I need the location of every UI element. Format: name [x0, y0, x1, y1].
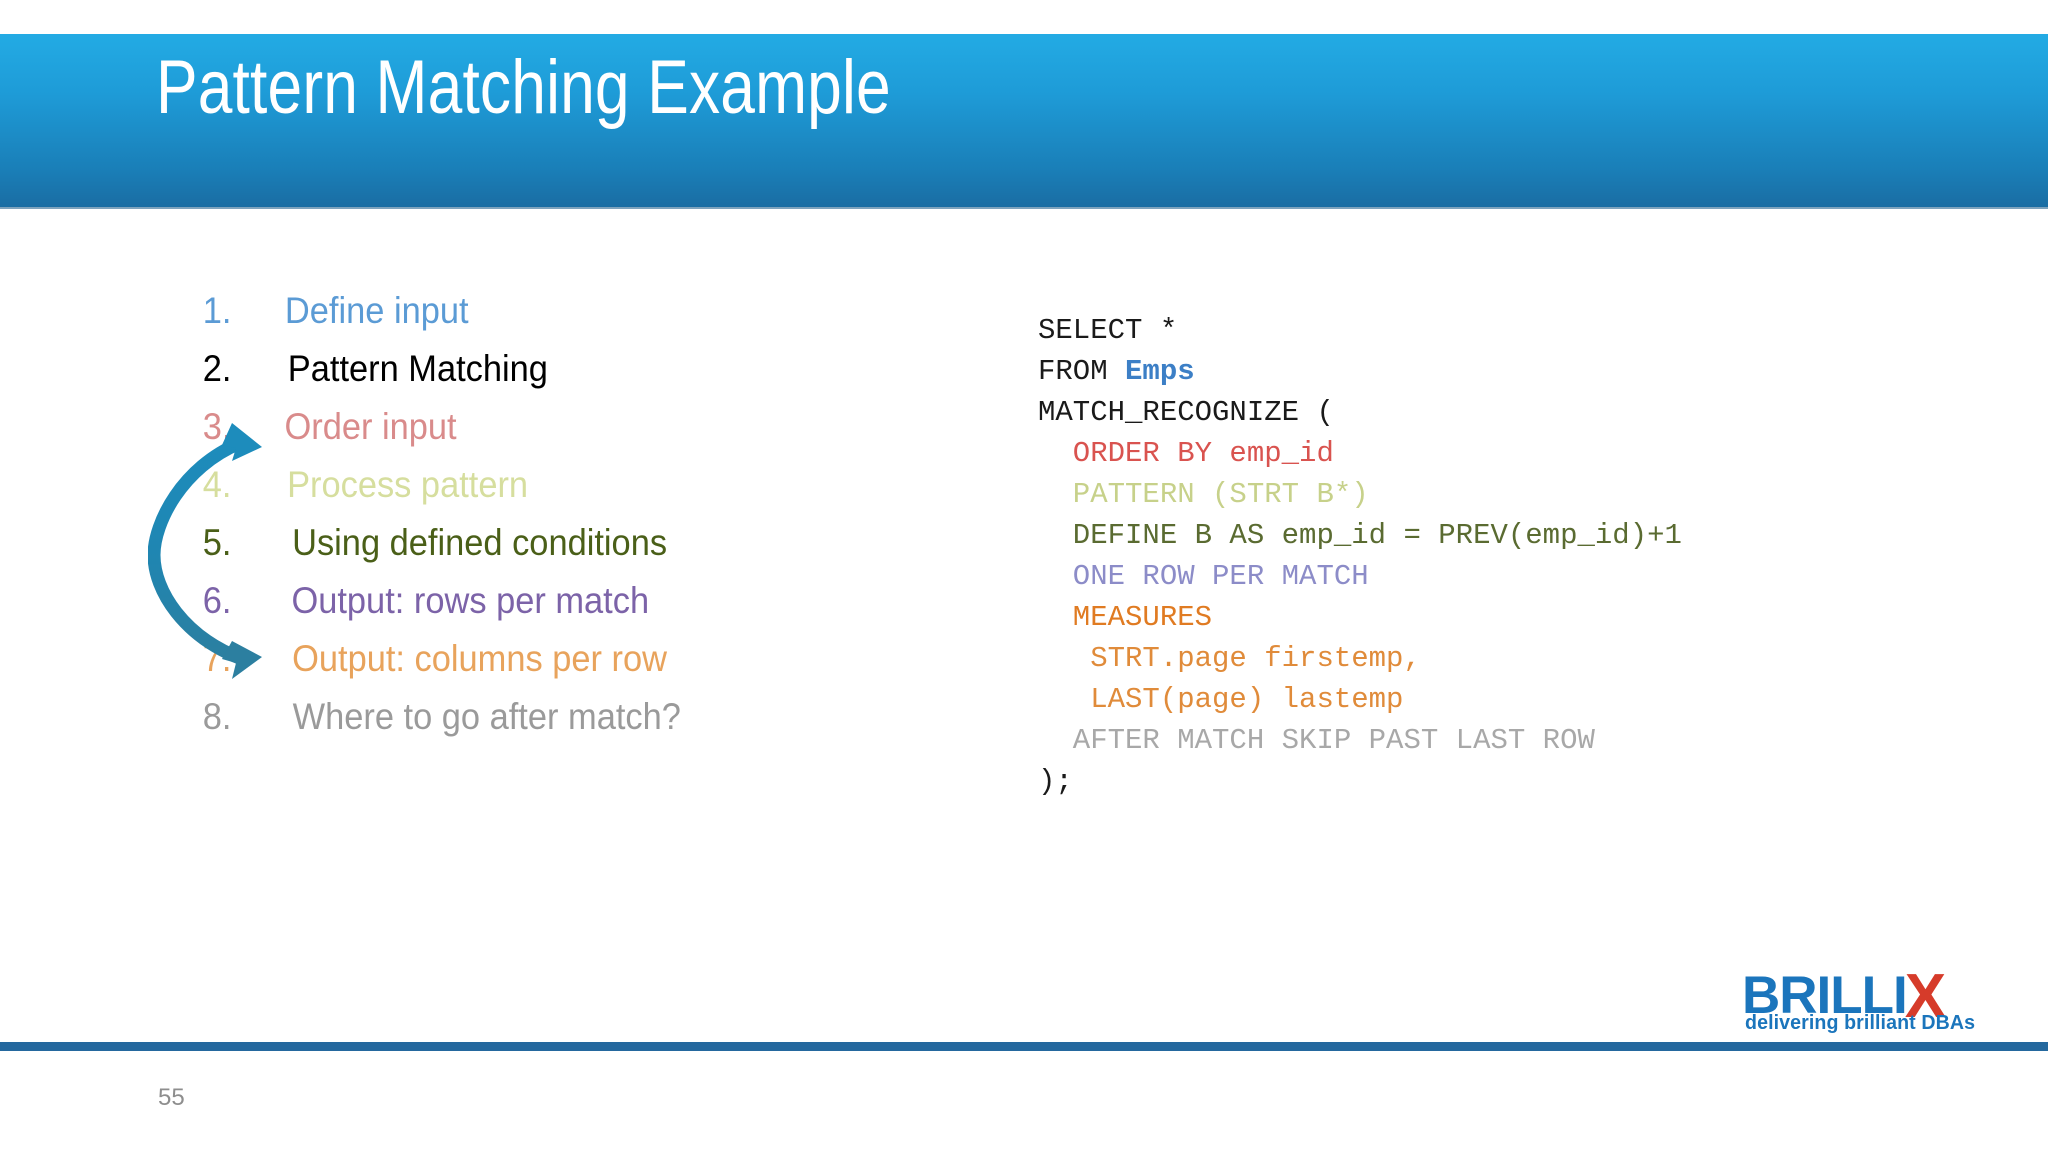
page-title: Pattern Matching Example — [156, 45, 891, 130]
code-line: MEASURES — [1038, 601, 1213, 634]
step-number: 5. — [202, 522, 232, 563]
step-label: Process pattern — [287, 464, 529, 505]
step-item-8: 8. Where to go after match? — [200, 698, 860, 756]
step-item-1: 1. Define input — [200, 292, 860, 350]
code-line: LAST(page) lastemp — [1038, 683, 1404, 716]
page-number: 55 — [158, 1084, 185, 1111]
step-number: 1. — [202, 290, 232, 331]
step-number: 2. — [202, 348, 232, 389]
code-line: MATCH_RECOGNIZE ( — [1038, 396, 1334, 429]
logo-word-accent: X — [1904, 962, 1946, 1031]
step-item-6: 6. Output: rows per match — [200, 582, 860, 640]
footer-divider — [0, 1042, 2048, 1051]
code-line: SELECT * — [1038, 314, 1178, 347]
step-number: 8. — [202, 696, 232, 737]
step-item-2: 2. Pattern Matching — [200, 350, 860, 408]
step-label: Output: columns per row — [292, 638, 667, 679]
step-number: 7. — [202, 638, 232, 679]
code-line: FROM Emps — [1038, 355, 1195, 388]
steps-list: 1. Define input 2. Pattern Matching 3. Order … — [200, 292, 860, 756]
code-line: ONE ROW PER MATCH — [1038, 560, 1369, 593]
code-line: AFTER MATCH SKIP PAST LAST ROW — [1038, 724, 1595, 757]
title-bar — [0, 34, 2048, 207]
step-label: Output: rows per match — [291, 580, 650, 621]
logo-tagline: delivering brilliant DBAs — [1745, 1012, 1976, 1034]
step-item-5: 5. Using defined conditions — [200, 524, 860, 582]
step-label: Define input — [284, 290, 469, 331]
logo-word-main: BRILLI — [1742, 966, 1908, 1025]
code-line: PATTERN (STRT B*) — [1038, 478, 1369, 511]
step-label: Order input — [284, 406, 457, 447]
step-label: Pattern Matching — [287, 348, 548, 389]
step-item-3: 3. Order input — [200, 408, 860, 466]
step-number: 3. — [202, 406, 232, 447]
code-line: ORDER BY emp_id — [1038, 437, 1334, 470]
code-line: DEFINE B AS emp_id = PREV(emp_id)+1 — [1038, 519, 1682, 552]
code-table-name: Emps — [1125, 355, 1195, 388]
step-item-4: 4. Process pattern — [200, 466, 860, 524]
brillix-logo: BRILLIX delivering brilliant DBAs — [1742, 962, 2032, 1040]
code-line: ); — [1038, 765, 1073, 798]
step-label: Where to go after match? — [292, 696, 681, 737]
logo-wordmark: BRILLIX — [1742, 962, 1947, 1028]
step-label: Using defined conditions — [292, 522, 668, 563]
step-number: 4. — [202, 464, 232, 505]
code-line: STRT.page firstemp, — [1038, 642, 1421, 675]
step-item-7: 7. Output: columns per row — [200, 640, 860, 698]
step-number: 6. — [202, 580, 232, 621]
